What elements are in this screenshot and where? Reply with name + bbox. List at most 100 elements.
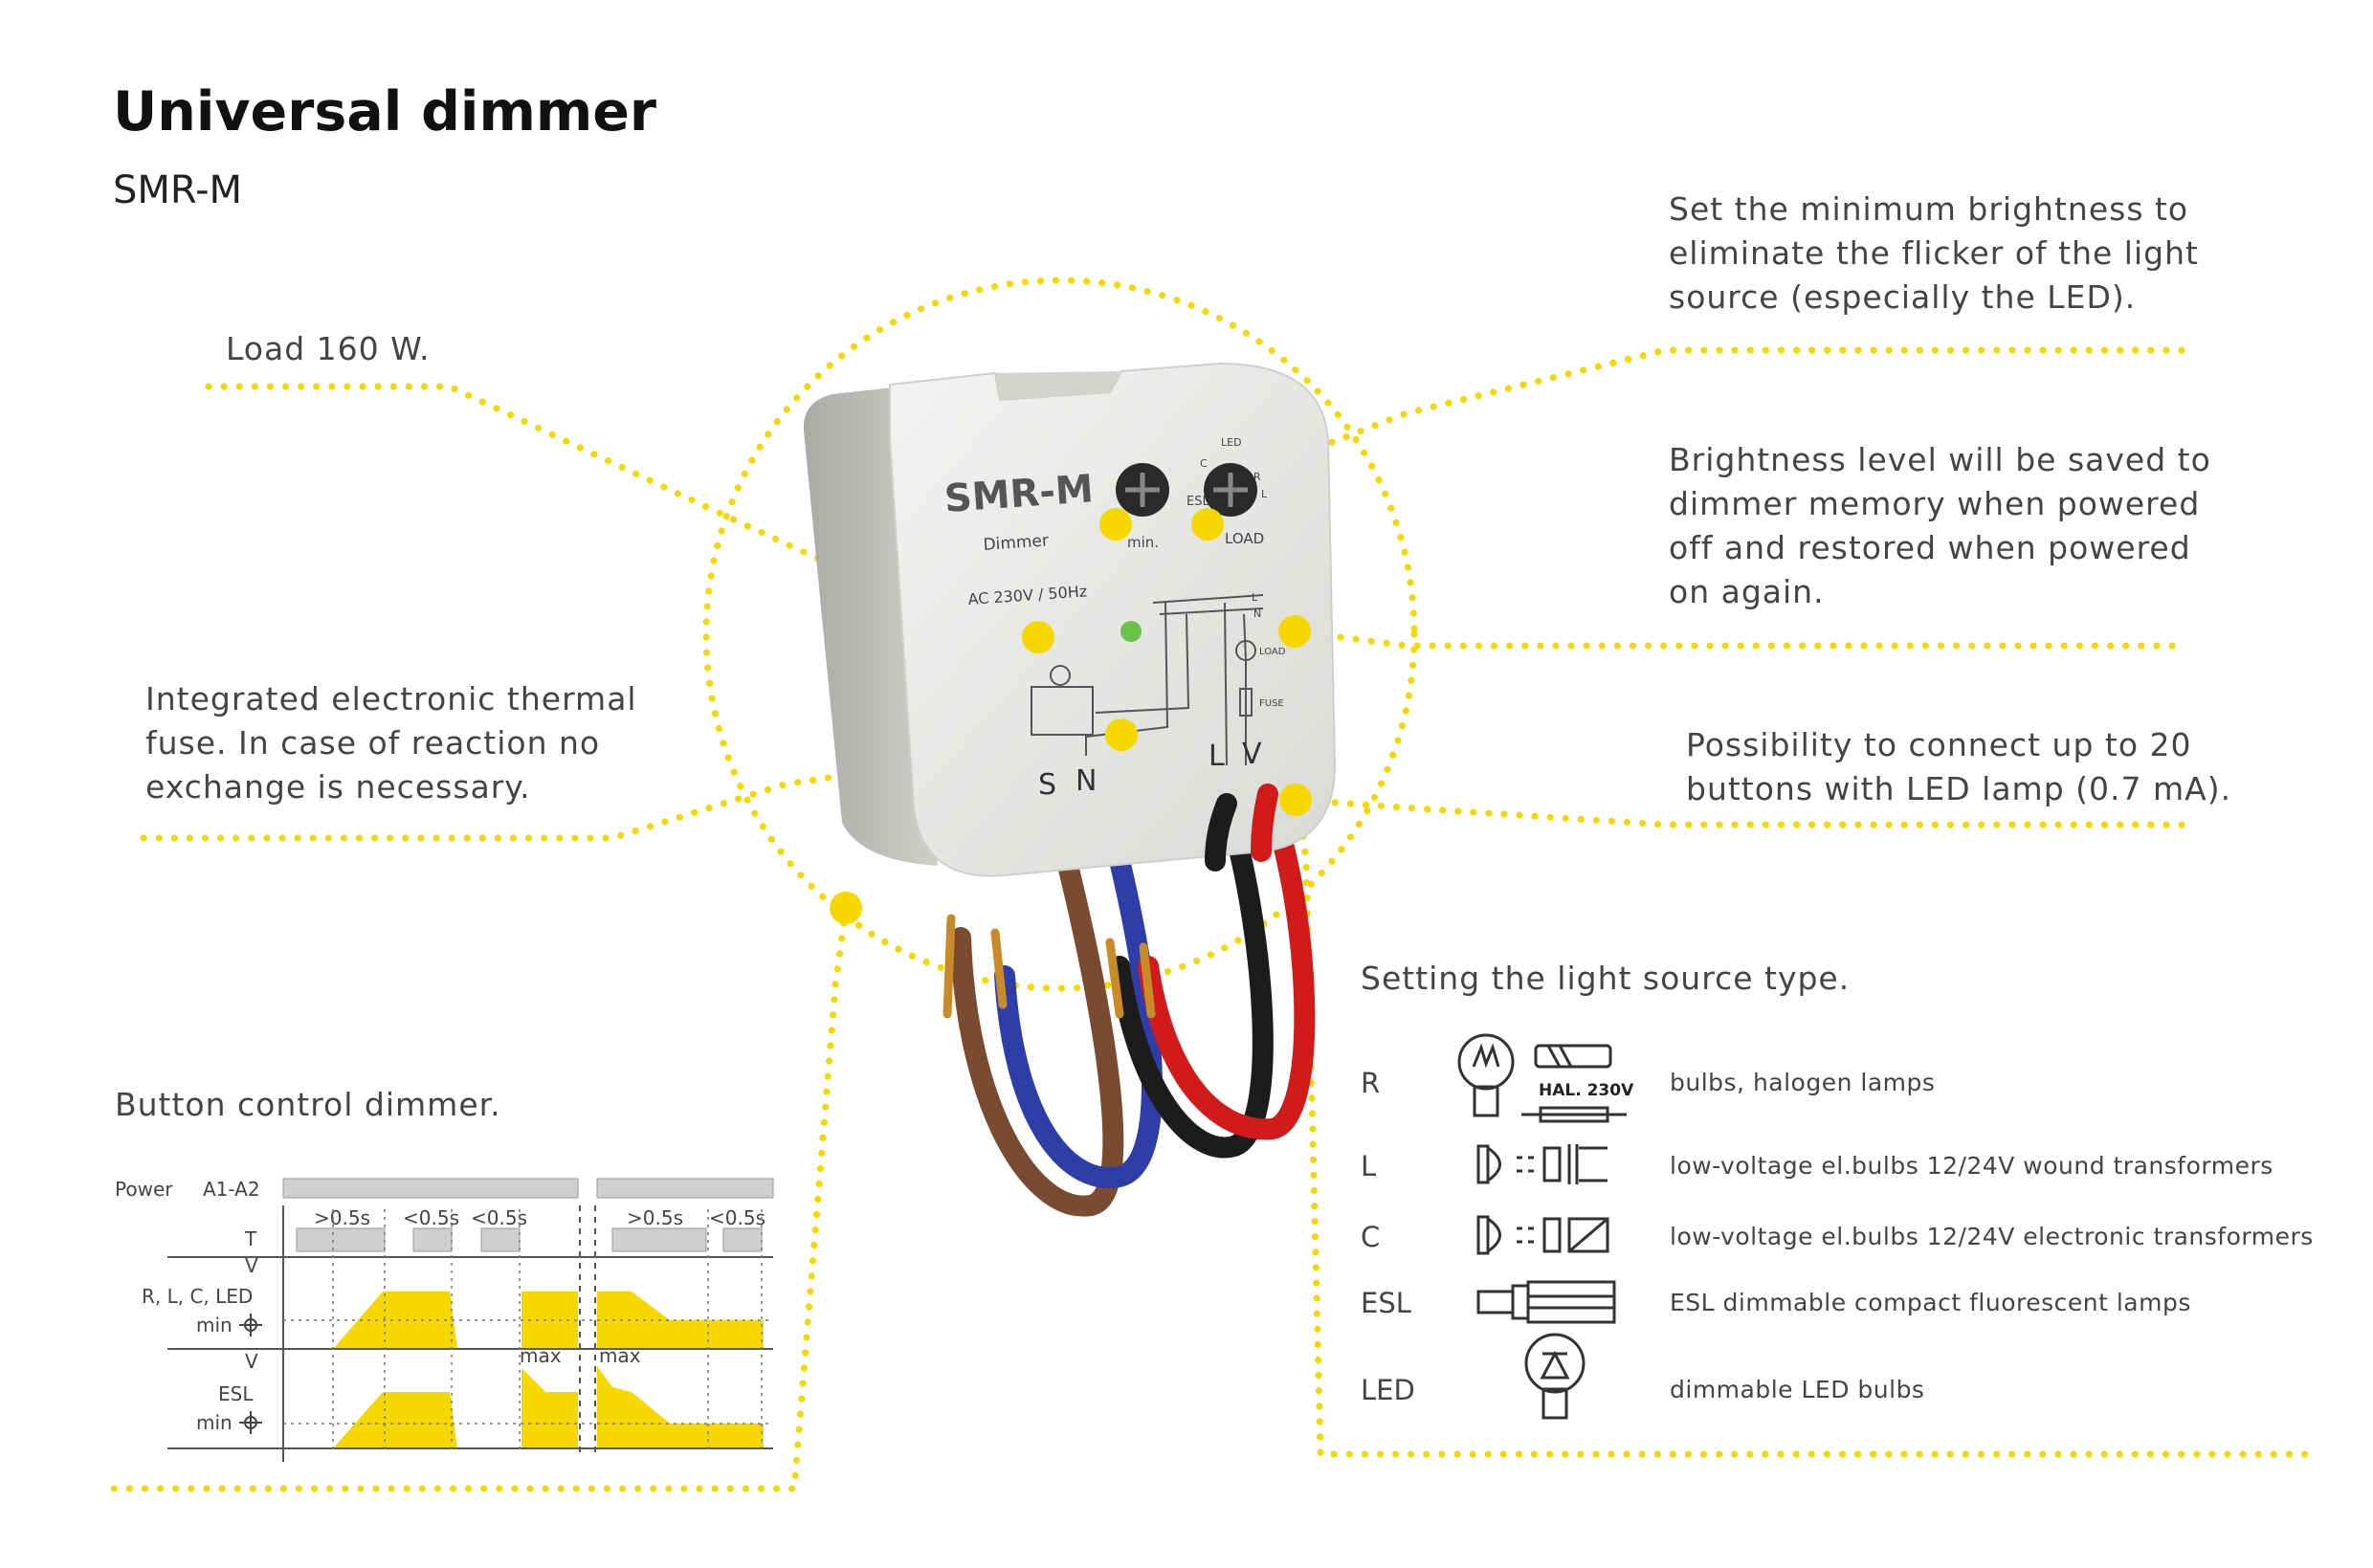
source-code-r: R — [1361, 1067, 1381, 1099]
timing-esl-label: ESL — [218, 1382, 254, 1405]
wire-red-top — [1251, 784, 1278, 862]
cfl-lamp-icon — [1476, 1280, 1616, 1324]
dot-supply — [1022, 621, 1054, 653]
wire-blue-loop — [994, 812, 1163, 1189]
callout-dots — [830, 508, 1312, 924]
timing-lt05-1: <0.5s — [403, 1206, 459, 1229]
buttons-line-1: Possibility to connect up to 20 — [1686, 726, 2192, 763]
timing-leader — [101, 904, 850, 1492]
wire-black-loop — [1109, 793, 1274, 1159]
timing-v-label-2: V — [245, 1350, 258, 1373]
light-source-heading: Setting the light source type. — [1361, 960, 1851, 997]
memory-line-4: on again. — [1669, 573, 1825, 610]
device-highlight-circle — [702, 276, 1418, 992]
timing-a1a2-label: A1-A2 — [203, 1178, 260, 1201]
dot-min-knob — [1099, 508, 1132, 541]
dot-buttons — [1279, 784, 1312, 816]
timing-gt05-1: >0.5s — [314, 1206, 370, 1229]
timing-gt05-2: >0.5s — [627, 1206, 683, 1229]
halogen-badge: HAL. 230V — [1539, 1081, 1634, 1100]
knob-r-label: R — [1253, 471, 1261, 483]
light-source-leader — [1207, 528, 2310, 1458]
buttons-callout: Possibility to connect up to 20 buttons … — [1686, 723, 2231, 811]
halogen-lamp-icon — [1521, 1044, 1627, 1123]
wire-brown-loop — [950, 831, 1124, 1217]
source-desc-r: bulbs, halogen lamps — [1670, 1069, 1936, 1096]
timing-v-label-1: V — [245, 1254, 258, 1277]
knob-led-label: LED — [1221, 436, 1242, 449]
source-code-l: L — [1361, 1150, 1377, 1182]
thermal-fuse-line-3: exchange is necessary. — [145, 768, 531, 806]
timing-axes — [167, 1205, 773, 1462]
memory-callout: Brightness level will be saved to dimmer… — [1669, 438, 2211, 614]
terminal-s-label: S — [1038, 768, 1056, 802]
knob-l-label: L — [1261, 488, 1268, 500]
source-desc-c: low-voltage el.bulbs 12/24V electronic t… — [1670, 1223, 2314, 1250]
memory-leader — [1293, 628, 2176, 650]
incandescent-bulb-icon — [1457, 1033, 1515, 1117]
wire-red-loop — [1138, 784, 1316, 1140]
load-callout-text: Load 160 W. — [226, 330, 431, 367]
timing-t-label: T — [244, 1227, 257, 1250]
sun-icon-2 — [239, 1411, 262, 1434]
min-brightness-line-2: eliminate the flicker of the light — [1669, 234, 2199, 272]
timing-heading: Button control dimmer. — [115, 1086, 501, 1123]
source-code-esl: ESL — [1361, 1287, 1411, 1319]
led-bulb-icon — [1524, 1333, 1586, 1420]
dot-fuse — [1105, 718, 1138, 751]
source-code-led: LED — [1361, 1374, 1415, 1406]
thermal-fuse-line-1: Integrated electronic thermal — [145, 680, 637, 718]
knob-esl-label: ESL — [1186, 495, 1209, 509]
timing-yellow-waves — [333, 1292, 764, 1448]
min-brightness-line-3: source (especially the LED). — [1669, 278, 2137, 316]
buttons-leader — [1293, 796, 2185, 828]
device-type-label: Dimmer — [983, 531, 1050, 555]
schema-fuse-label: FUSE — [1259, 698, 1284, 709]
page-title: Universal dimmer — [113, 80, 656, 144]
timing-rlc-label: R, L, C, LED — [142, 1285, 253, 1308]
terminal-l-label: L — [1209, 740, 1225, 773]
dot-memory — [1278, 615, 1311, 648]
device-top-notch — [995, 371, 1121, 400]
timing-min-label-1: min — [196, 1314, 233, 1336]
device-model-label: SMR-M — [943, 467, 1095, 521]
dimmer-device: SMR-M Dimmer AC 230V / 50Hz min. LOAD LE… — [803, 362, 1337, 877]
dot-load-knob — [1191, 508, 1224, 541]
copper-ends — [943, 914, 1156, 1019]
model-subtitle: SMR-M — [113, 168, 243, 212]
min-brightness-callout: Set the minimum brightness to eliminate … — [1669, 188, 2199, 320]
timing-lt05-3: <0.5s — [709, 1206, 765, 1229]
thermal-fuse-line-2: fuse. In case of reaction no — [145, 724, 601, 762]
timing-diagram: Power A1-A2 T V R, L, C, LED min V ESL m… — [115, 1178, 774, 1462]
buttons-line-2: buttons with LED lamp (0.7 mA). — [1686, 770, 2232, 807]
knob-min-label: min. — [1127, 534, 1159, 551]
timing-lt05-2: <0.5s — [471, 1206, 527, 1229]
timing-gray-bars — [282, 1178, 774, 1252]
wire-black-top — [1205, 793, 1237, 872]
timing-power-label: Power — [115, 1178, 173, 1201]
status-led — [1120, 621, 1142, 642]
sun-icon-1 — [239, 1314, 262, 1336]
wound-transformer-icon — [1476, 1144, 1608, 1184]
min-brightness-line-1: Set the minimum brightness to — [1669, 190, 2189, 228]
knob-slots — [1125, 473, 1248, 507]
knob-c-label: C — [1200, 457, 1208, 470]
light-source-icons: HAL. 230V — [1457, 1033, 1634, 1420]
memory-line-1: Brightness level will be saved to — [1669, 441, 2211, 478]
dot-timing — [830, 892, 862, 924]
electronic-transformer-icon — [1476, 1215, 1609, 1255]
terminal-v-label: V — [1242, 738, 1262, 771]
source-desc-l: low-voltage el.bulbs 12/24V wound transf… — [1670, 1152, 2273, 1180]
load-leader — [205, 383, 1042, 664]
schema-l-label: L — [1252, 591, 1258, 604]
memory-line-3: off and restored when powered — [1669, 529, 2191, 566]
schema-load-label: LOAD — [1259, 647, 1286, 657]
timing-guides — [283, 1209, 773, 1454]
source-desc-esl: ESL dimmable compact fluorescent lamps — [1670, 1289, 2191, 1316]
min-brightness-leader — [1123, 346, 2185, 525]
memory-line-2: dimmer memory when powered — [1669, 485, 2201, 522]
load-callout: Load 160 W. — [226, 327, 430, 371]
source-code-c: C — [1361, 1221, 1381, 1253]
schema-n-label: N — [1253, 607, 1261, 620]
